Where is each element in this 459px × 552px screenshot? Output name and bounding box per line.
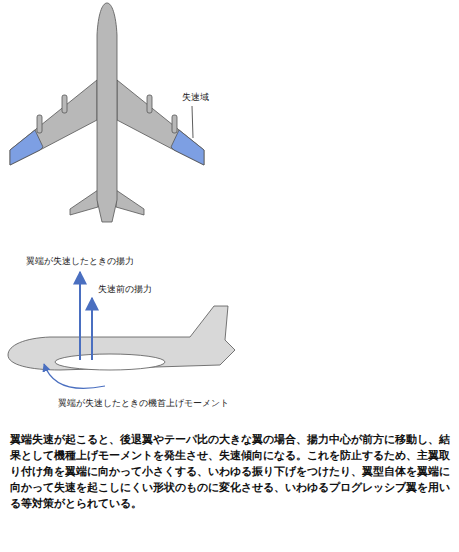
plan-view-aircraft	[10, 3, 204, 222]
fuselage	[8, 306, 235, 370]
engine	[62, 95, 67, 113]
lift-arrow	[79, 272, 81, 360]
engine	[172, 115, 177, 133]
tailplane	[70, 190, 98, 215]
fuselage	[97, 3, 117, 222]
leader-line	[192, 106, 193, 138]
side-view-aircraft	[8, 306, 235, 370]
stall-region	[10, 130, 43, 165]
wing	[55, 354, 165, 370]
caption: 翼端失速が起こると、後退翼やテーパ比の大きな翼の場合、揚力中心が前方に移動し、結…	[10, 432, 450, 512]
region-label: 失速域	[182, 92, 209, 103]
engine	[147, 95, 152, 113]
lift-label: 翼端が失速したときの揚力	[26, 256, 134, 267]
moment-arrow	[44, 364, 105, 388]
moment-label: 翼端が失速したときの機首上げモーメント	[58, 398, 229, 409]
tailplane	[116, 190, 144, 215]
engine	[37, 115, 42, 133]
left-wing	[10, 80, 97, 165]
lift-label: 失速前の揚力	[98, 284, 152, 295]
lift-arrow	[91, 298, 93, 360]
stall-region	[171, 130, 204, 165]
